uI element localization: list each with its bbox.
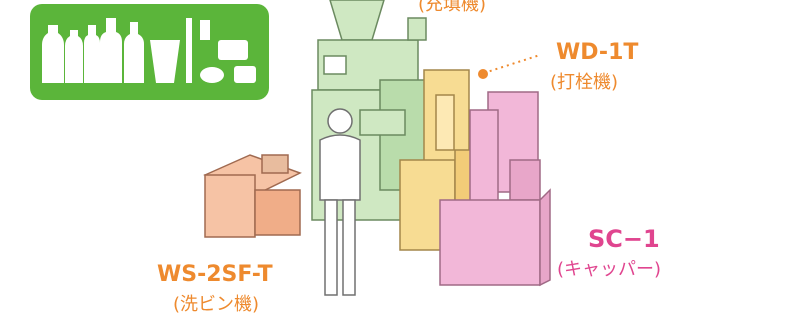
capper-model-label: SC−1 [588,225,660,253]
jar-icon [200,67,224,83]
pipette-icon [186,18,192,83]
corker-type-label: (打栓機) [550,72,619,93]
cup-icon [150,40,180,83]
bottle-icon [42,25,64,83]
capper-machine [439,91,551,287]
operator-figure [319,108,361,296]
bottle-icon [100,18,122,83]
bottle-icon [65,30,83,83]
washer-model-label: WS-2SF-T [157,262,273,287]
filler-label: (充填機) [418,0,487,15]
bottle-icons [42,18,256,83]
capper-type-label: (キャッパー) [557,259,662,280]
wd-leader [478,54,541,79]
product-badge [30,4,269,100]
bottle-icon [124,22,144,83]
washer-machine [203,154,302,238]
jar-icon [218,40,248,60]
corker-model-label: WD-1T [556,40,639,65]
bottle-icon [84,25,100,83]
washer-type-label: (洗ビン機) [173,294,260,315]
jar-icon [234,66,256,83]
pipette-icon [200,20,210,40]
